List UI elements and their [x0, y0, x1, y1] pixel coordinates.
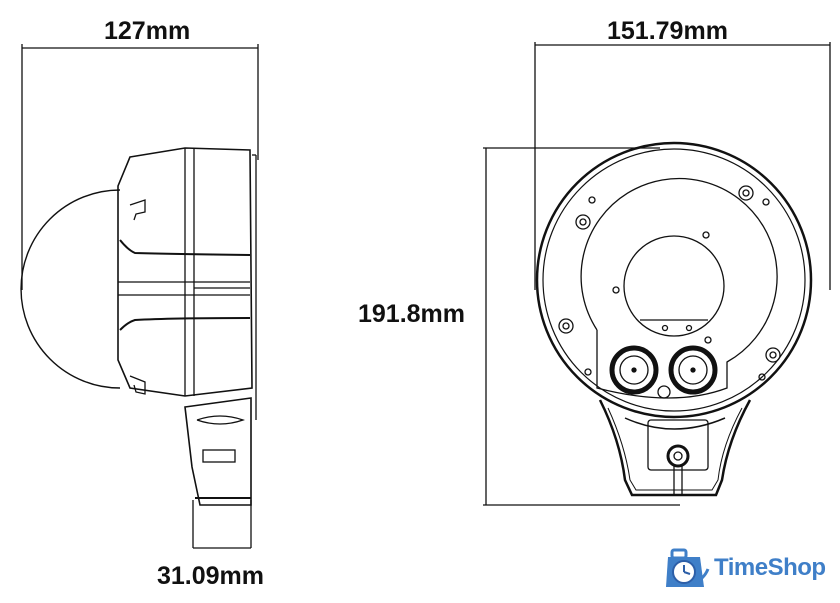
side-width-dimension-lines	[21, 44, 259, 549]
side-width-label: 127mm	[104, 17, 191, 45]
side-depth-label: 31.09mm	[157, 562, 265, 590]
front-width-label: 151.79mm	[607, 17, 728, 45]
front-view	[535, 141, 813, 497]
side-view	[20, 147, 257, 506]
clock-bag-icon	[666, 548, 710, 587]
front-height-label: 191.8mm	[358, 300, 466, 328]
timeshop-logo: TimeShop	[664, 547, 826, 589]
front-dimension-lines	[483, 42, 831, 506]
brand-name: TimeShop	[714, 554, 826, 581]
